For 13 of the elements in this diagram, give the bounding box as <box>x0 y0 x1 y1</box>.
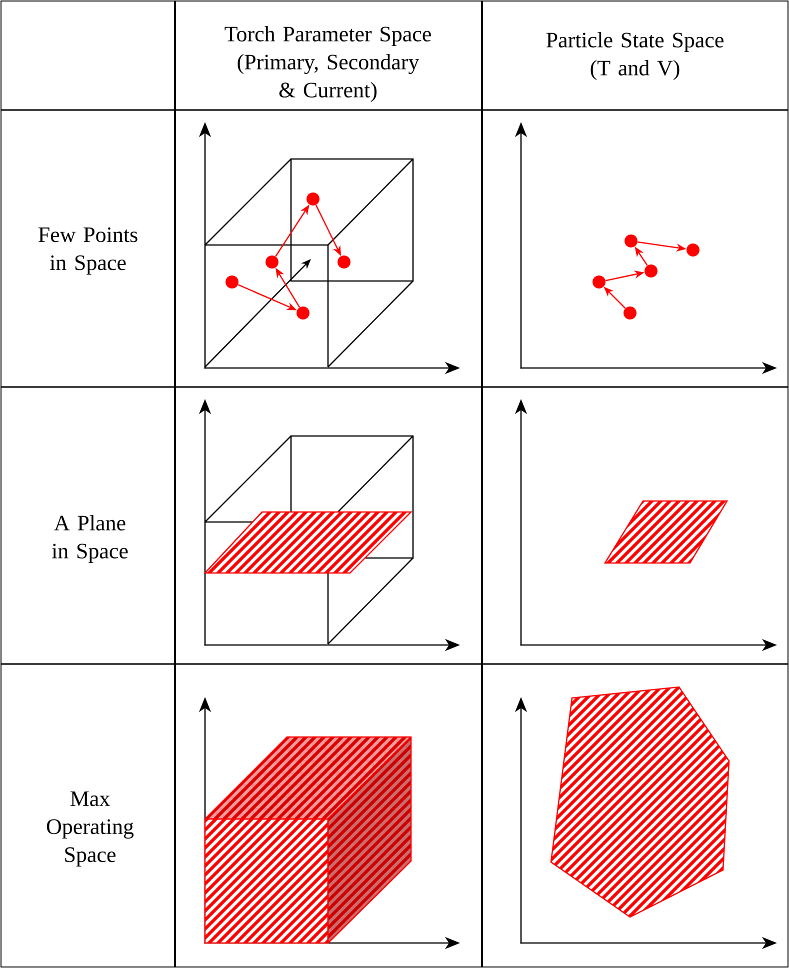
row-header: Few Points in Space <box>38 227 138 275</box>
row-header: Max Operating Space <box>46 791 134 867</box>
point-dot <box>296 306 310 320</box>
point-dot <box>592 276 606 288</box>
point-dot <box>624 306 636 320</box>
column-header: Particle State Space (T and V) <box>546 32 724 80</box>
point-dot <box>266 256 278 268</box>
column-header: Torch Parameter Space (Primary, Secondary & Current) <box>224 26 431 102</box>
point-dot <box>226 276 238 288</box>
point-dot <box>338 256 350 268</box>
point-dot <box>624 234 638 248</box>
point-dot <box>306 192 320 206</box>
row-header: A Plane in Space <box>52 515 128 563</box>
